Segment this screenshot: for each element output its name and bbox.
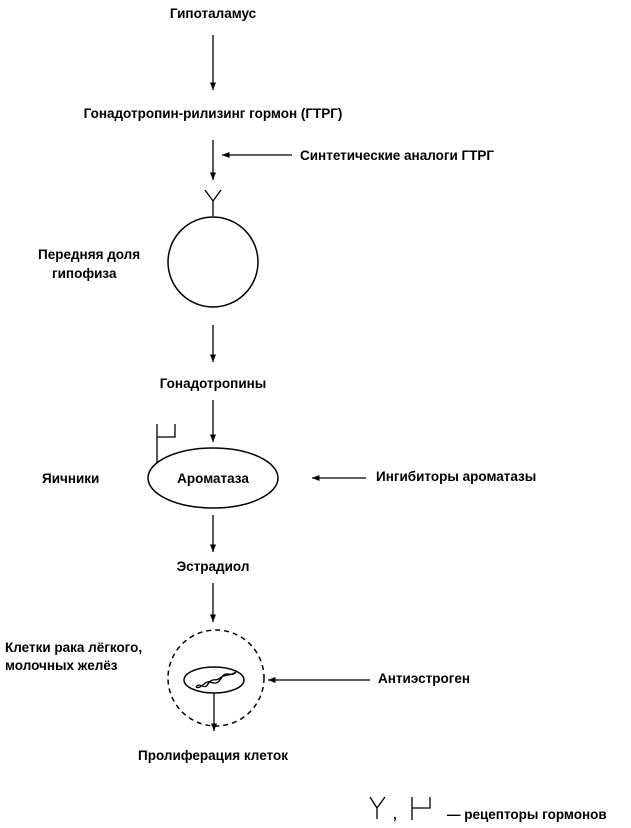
aromatase-ellipse xyxy=(147,447,279,509)
pituitary-label-line2: гипофиза xyxy=(52,266,117,281)
cancer-cells-label-line2: молочных желёз xyxy=(5,658,118,673)
estradiol-label: Эстрадиол xyxy=(177,559,250,574)
gnrh-label: Гонадотропин-рилизинг гормон (ГТРГ) xyxy=(84,106,343,121)
legend-receptor-fork-icon xyxy=(411,797,431,820)
aromatase-inhibitors-label: Ингибиторы ароматазы xyxy=(376,469,536,484)
antiestrogen-label: Антиэстроген xyxy=(378,671,470,686)
ovaries-label: Яичники xyxy=(42,471,99,486)
hypothalamus-label: Гипоталамус xyxy=(170,6,257,21)
legend-receptor-y-icon xyxy=(369,796,386,819)
cancer-cell-membrane xyxy=(167,629,265,727)
pituitary-receptor-y-icon xyxy=(204,189,222,216)
aromatase-label: Ароматаза xyxy=(177,471,249,486)
pituitary-label-line1: Передняя доля xyxy=(38,247,140,262)
ovary-receptor-fork-icon xyxy=(156,424,176,463)
gnrh-analogs-label: Синтетические аналоги ГТРГ xyxy=(300,148,494,163)
proliferation-label: Пролиферация клеток xyxy=(138,748,288,763)
gonadotropins-label: Гонадотропины xyxy=(160,376,267,391)
dna-strand-icon xyxy=(195,671,237,689)
legend-label: — рецепторы гормонов xyxy=(447,807,607,822)
legend: , — рецепторы гормонов xyxy=(369,796,607,822)
cancer-cells-label-line1: Клетки рака лёгкого, xyxy=(5,640,142,655)
legend-separator: , xyxy=(393,807,397,822)
pituitary-cell xyxy=(167,216,259,308)
